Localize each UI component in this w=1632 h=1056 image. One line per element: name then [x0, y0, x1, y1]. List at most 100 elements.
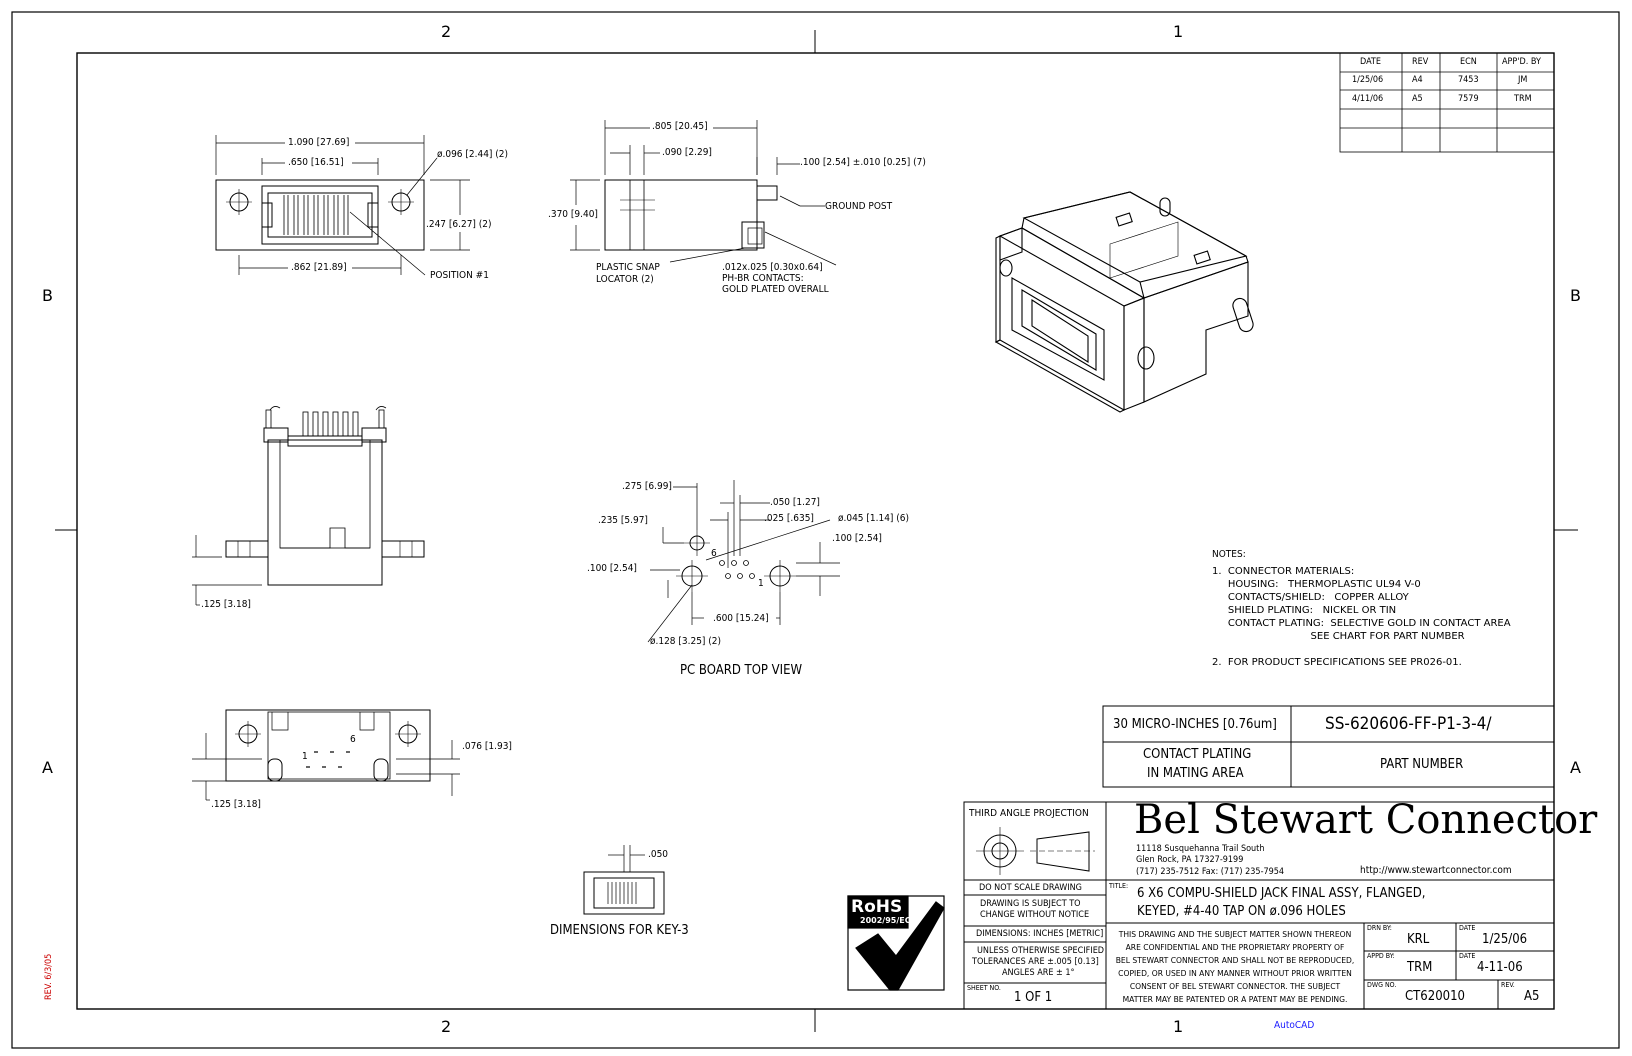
pcb-view-title: PC BOARD TOP VIEW	[680, 663, 803, 678]
note-line: CONTACT PLATING: SELECTIVE GOLD IN CONTA…	[1212, 618, 1511, 629]
zone-bottom-1: 1	[1173, 1017, 1184, 1036]
dim-pcb-275: .275 [6.99]	[622, 481, 672, 492]
plating-value: 30 MICRO-INCHES [0.76um]	[1113, 717, 1277, 732]
label-locator: LOCATOR (2)	[596, 274, 654, 285]
front-view-drawing	[192, 406, 425, 606]
bottom-view-drawing	[192, 709, 460, 801]
confidentiality-line: BEL STEWART CONNECTOR AND SHALL NOT BE R…	[1115, 956, 1355, 965]
confidentiality-notice: THIS DRAWING AND THE SUBJECT MATTER SHOW…	[1108, 928, 1362, 1006]
projection-symbol	[976, 827, 1095, 875]
dim-pcb-600: .600 [15.24]	[713, 613, 769, 624]
drawn-by: KRL	[1407, 932, 1430, 947]
dim-pcb-100-right: .100 [2.54]	[832, 533, 882, 544]
approved-date-label: DATE	[1459, 952, 1476, 960]
address-line-2: Glen Rock, PA 17327-9199	[1136, 855, 1244, 865]
approved-by-label: APPD BY:	[1367, 952, 1395, 960]
title-block-grid	[963, 801, 1555, 1010]
notes-block: NOTES: 1. CONNECTOR MATERIALS: HOUSING: …	[1212, 550, 1511, 669]
label-plastic-snap: PLASTIC SNAP	[596, 262, 660, 273]
dim-key-050: .050	[648, 849, 669, 860]
revision-value: A5	[1524, 989, 1540, 1004]
confidentiality-line: THIS DRAWING AND THE SUBJECT MATTER SHOW…	[1118, 930, 1352, 939]
drawn-by-label: DRN BY:	[1367, 924, 1392, 932]
autocad-watermark: AutoCAD	[1274, 1020, 1315, 1031]
label-ground-post: GROUND POST	[825, 201, 893, 212]
rev-row1-rev: A4	[1412, 75, 1423, 85]
zone-right-a: A	[1570, 758, 1581, 777]
plating-label-1: CONTACT PLATING	[1143, 747, 1252, 762]
confidentiality-line: COPIED, OR USED IN ANY MANNER WITHOUT PR…	[1118, 969, 1352, 978]
dim-pcb-100-left: .100 [2.54]	[587, 563, 637, 574]
rohs-logo	[847, 895, 945, 991]
drawing-number-label: DWG NO.	[1367, 981, 1397, 989]
zone-top-2: 2	[441, 22, 452, 41]
dim-pcb-050: .050 [1.27]	[770, 497, 820, 508]
rev-header-ecn: ECN	[1460, 57, 1477, 67]
confidentiality-line: ARE CONFIDENTIAL AND THE PROPRIETARY PRO…	[1125, 943, 1345, 952]
zone-bottom-2: 2	[441, 1017, 452, 1036]
address-line-1: 11118 Susquehanna Trail South	[1136, 844, 1265, 854]
note-line: HOUSING: THERMOPLASTIC UL94 V-0	[1212, 579, 1421, 590]
no-scale-note: DO NOT SCALE DRAWING	[979, 883, 1082, 893]
note-line	[1212, 643, 1511, 656]
note-line: CONTACTS/SHIELD: COPPER ALLOY	[1212, 592, 1409, 603]
drawing-number: CT620010	[1405, 989, 1465, 1004]
dim-top-height: .247 [6.27] (2)	[426, 219, 492, 230]
zone-left-b: B	[42, 286, 53, 305]
side-view-drawing	[570, 120, 837, 266]
approved-date: 4-11-06	[1477, 960, 1523, 975]
dim-side-height: .370 [9.40]	[548, 209, 598, 220]
drawn-date: 1/25/06	[1482, 932, 1528, 947]
company-url[interactable]: http://www.stewartconnector.com	[1360, 865, 1512, 876]
rev-row2-date: 4/11/06	[1352, 94, 1384, 104]
label-contacts-2: PH-BR CONTACTS:	[722, 273, 804, 284]
part-number-label: PART NUMBER	[1380, 757, 1464, 772]
plating-label-2: IN MATING AREA	[1147, 766, 1244, 781]
note-line: SEE CHART FOR PART NUMBER	[1212, 631, 1465, 642]
dim-top-overall: 1.090 [27.69]	[288, 137, 350, 148]
pcb-pin-6: 6	[711, 548, 717, 559]
isometric-view-drawing	[994, 191, 1254, 413]
drawing-title-2: KEYED, #4-40 TAP ON ø.096 HOLES	[1137, 904, 1346, 919]
dim-front-125: .125 [3.18]	[201, 599, 251, 610]
rev-row1-appd: JM	[1518, 75, 1528, 85]
outer-border	[11, 11, 1620, 1049]
dim-pcb-025: .025 [.635]	[764, 513, 814, 524]
label-contacts-3: GOLD PLATED OVERALL	[722, 284, 829, 295]
plating-table-grid	[1102, 705, 1555, 788]
pcb-pin-1: 1	[758, 578, 764, 589]
key-detail-title: DIMENSIONS FOR KEY-3	[550, 923, 689, 938]
zone-left-a: A	[42, 758, 53, 777]
rev-header-date: DATE	[1360, 57, 1381, 67]
approved-by: TRM	[1407, 960, 1433, 975]
dim-side-depth: .805 [20.45]	[652, 121, 708, 132]
dim-top-bottom: .862 [21.89]	[291, 262, 347, 273]
rev-row2-appd: TRM	[1514, 94, 1532, 104]
dim-bottom-125: .125 [3.18]	[211, 799, 261, 810]
dim-side-090: .090 [2.29]	[662, 147, 712, 158]
pcb-view-drawing	[647, 480, 840, 643]
address-line-3: (717) 235-7512 Fax: (717) 235-7954	[1136, 867, 1285, 877]
title-label: TITLE:	[1109, 882, 1129, 890]
part-number-value: SS-620606-FF-P1-3-4/	[1325, 714, 1492, 734]
dim-pcb-235: .235 [5.97]	[598, 515, 648, 526]
revision-label: REV.	[1501, 981, 1515, 989]
dim-top-inner: .650 [16.51]	[288, 157, 344, 168]
inner-border	[76, 52, 1555, 1010]
tolerance-3: ANGLES ARE ± 1°	[1002, 968, 1075, 978]
dim-pcb-128: ø.128 [3.25] (2)	[650, 636, 722, 647]
drawing-title-1: 6 X6 COMPU-SHIELD JACK FINAL ASSY, FLANG…	[1137, 886, 1426, 901]
rev-row1-ecn: 7453	[1458, 75, 1479, 85]
projection-label: THIRD ANGLE PROJECTION	[969, 808, 1089, 819]
top-view-drawing	[215, 135, 470, 276]
label-position-1: POSITION #1	[430, 270, 489, 281]
notes-lines: 1. CONNECTOR MATERIALS: HOUSING: THERMOP…	[1212, 565, 1511, 669]
dim-bottom-076: .076 [1.93]	[462, 741, 512, 752]
subject-change-2: CHANGE WITHOUT NOTICE	[980, 910, 1090, 920]
rohs-directive: 2002/95/EC	[860, 916, 911, 925]
note-line: SHIELD PLATING: NICKEL OR TIN	[1212, 605, 1397, 616]
bottom-pin-1: 1	[302, 751, 308, 762]
rev-header-appd: APP'D. BY	[1502, 57, 1541, 67]
dim-pcb-045: ø.045 [1.14] (6)	[838, 513, 910, 524]
